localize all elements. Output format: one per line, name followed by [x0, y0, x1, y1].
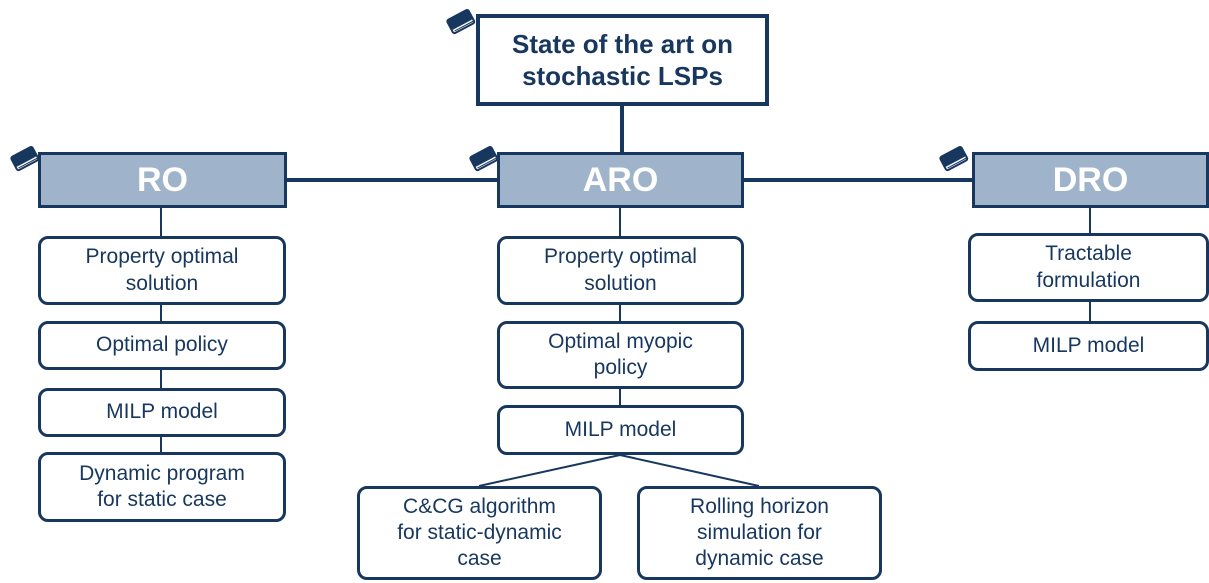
item-label: Optimal myopic policy [548, 329, 693, 379]
ro-item-property: Property optimal solution [38, 236, 286, 305]
item-label: Property optimal solution [85, 245, 239, 295]
aro-subitem-rolling: Rolling horizon simulation for dynamic c… [637, 486, 882, 580]
category-label: ARO [582, 160, 659, 199]
item-label: Property optimal solution [544, 245, 697, 295]
category-label: DRO [1052, 160, 1129, 199]
ro-item-milp: MILP model [38, 388, 286, 437]
ro-item-dynamic: Dynamic program for static case [38, 452, 286, 522]
root-label: State of the art on stochastic LSPs [511, 28, 733, 92]
item-label: Dynamic program for static case [79, 461, 245, 511]
category-aro: ARO [497, 152, 744, 208]
dro-item-tractable: Tractable formulation [968, 233, 1209, 302]
book-icon [446, 9, 476, 35]
aro-item-myopic: Optimal myopic policy [497, 321, 744, 389]
book-icon [939, 146, 969, 172]
item-label: Rolling horizon simulation for dynamic c… [690, 494, 829, 571]
item-label: MILP model [106, 400, 218, 424]
dro-item-milp: MILP model [968, 321, 1209, 371]
item-label: Tractable formulation [1036, 242, 1141, 292]
item-label: Optimal policy [96, 333, 228, 357]
category-label: RO [137, 160, 188, 199]
ro-item-policy: Optimal policy [38, 321, 286, 370]
item-label: MILP model [1032, 333, 1145, 357]
item-label: MILP model [564, 417, 677, 441]
aro-item-property: Property optimal solution [497, 236, 744, 305]
book-icon [10, 146, 40, 172]
item-label: C&CG algorithm for static-dynamic case [397, 494, 562, 571]
aro-subitem-ccg: C&CG algorithm for static-dynamic case [357, 486, 602, 580]
book-icon [469, 146, 499, 172]
root-node: State of the art on stochastic LSPs [476, 14, 769, 106]
category-dro: DRO [972, 152, 1209, 208]
category-ro: RO [38, 152, 287, 208]
aro-item-milp: MILP model [497, 405, 744, 455]
